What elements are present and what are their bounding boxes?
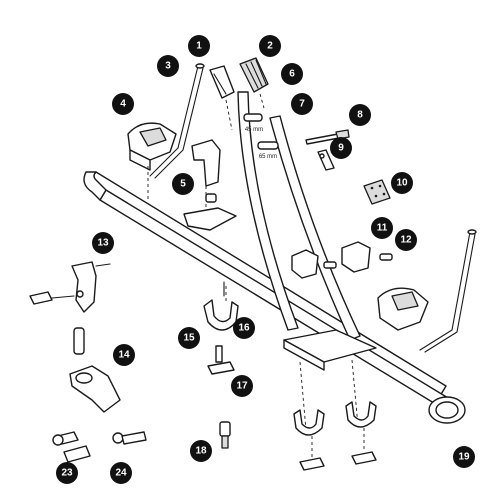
callout-17: 17: [231, 375, 253, 397]
part-3-rod: [149, 63, 205, 179]
svg-text:14: 14: [118, 350, 130, 361]
callout-1: 1: [188, 35, 210, 57]
svg-text:24: 24: [115, 468, 127, 479]
svg-text:9: 9: [338, 143, 344, 154]
lower-clamp-pair: [293, 401, 377, 471]
callout-24: 24: [110, 462, 132, 484]
part-10-pad: [363, 179, 391, 205]
callout-10: 10: [391, 172, 413, 194]
callout-6: 6: [281, 63, 303, 85]
svg-text:8: 8: [357, 110, 363, 121]
callout-12: 12: [395, 229, 417, 251]
callout-15: 15: [178, 327, 200, 349]
svg-text:10: 10: [396, 178, 408, 189]
svg-text:3: 3: [165, 61, 171, 72]
part-6-spacer: [243, 113, 279, 150]
callout-16: 16: [233, 317, 255, 339]
svg-text:11: 11: [377, 223, 388, 234]
callout-7: 7: [291, 93, 313, 115]
callout-11: 11: [371, 217, 393, 239]
part-2-knob: [239, 57, 269, 109]
svg-text:18: 18: [195, 446, 207, 457]
base-plate: [283, 329, 377, 431]
part-4-wheel-tray: [127, 122, 177, 200]
callout-5: 5: [172, 173, 194, 195]
part-11-clamp: [291, 241, 371, 279]
svg-text:19: 19: [458, 452, 470, 463]
right-wheel-tray: [377, 229, 477, 353]
part-13-frame-holder: [29, 261, 111, 313]
callout-2: 2: [259, 35, 281, 57]
spacer-dimensions: 45 mm 65 mm: [245, 127, 277, 160]
part-1-sleeve: [209, 65, 235, 131]
part-23-key-cylinder: [52, 431, 91, 463]
callout-18: 18: [190, 440, 212, 462]
callout-4: 4: [112, 93, 134, 115]
part-12-pin: [379, 253, 393, 261]
part-24-key: [112, 431, 147, 445]
svg-text:13: 13: [97, 238, 109, 249]
callout-19: 19: [453, 446, 475, 468]
svg-text:17: 17: [236, 381, 248, 392]
callout-9: 9: [330, 137, 352, 159]
callout-8: 8: [349, 104, 371, 126]
part-9-link: [317, 149, 335, 171]
part-5-bracket: [183, 139, 237, 231]
dimension-45mm: 45 mm: [245, 127, 263, 133]
svg-text:12: 12: [400, 235, 412, 246]
part-17-t-bolt: [207, 361, 235, 375]
callout-13: 13: [92, 232, 114, 254]
svg-text:6: 6: [289, 69, 295, 80]
svg-text:15: 15: [183, 333, 195, 344]
callout-3: 3: [157, 55, 179, 77]
svg-text:5: 5: [180, 179, 186, 190]
dimension-65mm: 65 mm: [259, 154, 277, 160]
part-18-key: [219, 421, 231, 449]
svg-text:2: 2: [267, 41, 273, 52]
part-15-clamp-jaw: [203, 281, 239, 363]
svg-text:7: 7: [299, 99, 305, 110]
svg-text:16: 16: [238, 323, 250, 334]
svg-text:4: 4: [120, 99, 126, 110]
callout-14: 14: [113, 344, 135, 366]
part-14-housing: [69, 327, 121, 413]
svg-text:23: 23: [61, 468, 73, 479]
callout-23: 23: [56, 462, 78, 484]
svg-text:1: 1: [196, 41, 202, 52]
